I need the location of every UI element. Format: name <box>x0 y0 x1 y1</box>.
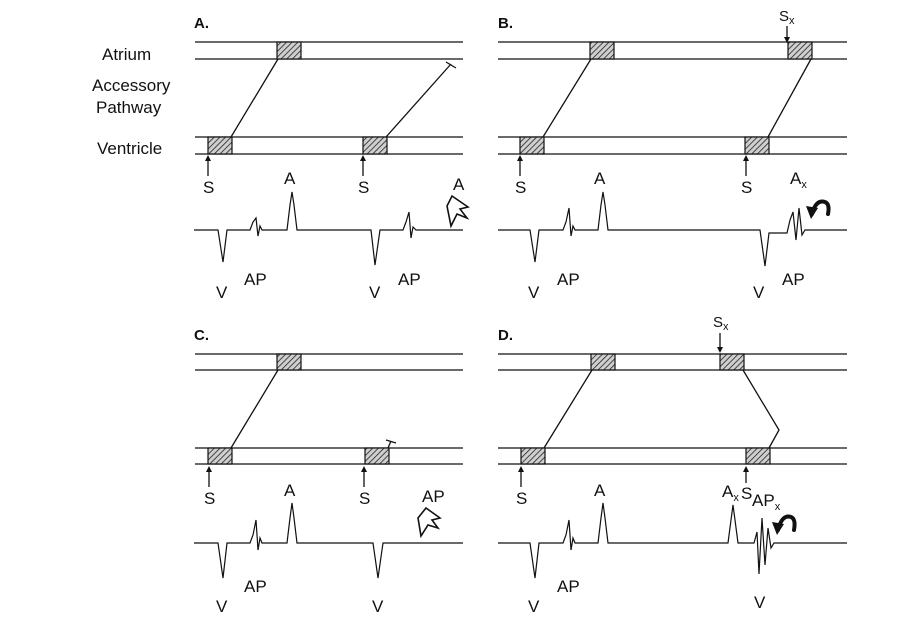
wave-label-a: A <box>594 169 606 188</box>
atrium-activation-block-1 <box>590 353 616 371</box>
sx-arrowhead <box>717 347 723 353</box>
arrow-label: AP <box>422 487 445 506</box>
wave-label-v2: V <box>753 283 765 302</box>
sx-label: Sx <box>779 8 795 27</box>
row-labels: Atrium Accessory Pathway Ventricle <box>92 45 171 158</box>
hollow-zigzag-arrow-icon <box>417 506 442 539</box>
stimulus-arrowhead-1 <box>206 466 212 472</box>
wave-label-v1: V <box>216 597 228 616</box>
stimulus-arrowhead-1 <box>205 155 211 161</box>
blocked-conduction-line <box>385 63 452 138</box>
wave-label-ap1: AP <box>244 270 267 289</box>
wave-label-ap2: AP <box>782 270 805 289</box>
stimulus-arrowhead-2 <box>743 466 749 472</box>
wave-label-ap1: AP <box>557 270 580 289</box>
ecg-trace <box>498 191 847 267</box>
atrium-activation-block <box>276 41 302 60</box>
wave-label-v2: V <box>372 597 384 616</box>
ax-label: Ax <box>790 169 807 191</box>
ventricle-activation-block-1 <box>207 136 233 155</box>
wave-label-a: A <box>594 481 606 500</box>
stimulus-arrowhead-2 <box>360 155 366 161</box>
retrograde-conduction-line <box>230 369 279 449</box>
accessory-label-line1: Accessory <box>92 76 171 95</box>
ventricle-activation-block-1 <box>207 447 233 465</box>
blocked-conduction-line <box>387 440 392 449</box>
ventricle-activation-block-2 <box>362 136 388 155</box>
stimulus-arrowhead-1 <box>517 155 523 161</box>
stimulus-label-1: S <box>515 178 526 197</box>
stimulus-arrowhead-2 <box>361 466 367 472</box>
atrium-activation-block-1 <box>589 41 615 60</box>
wave-label-v1: V <box>528 283 540 302</box>
stimulus-label-1: S <box>516 489 527 508</box>
block-bar <box>385 439 397 444</box>
block-bar <box>445 61 457 69</box>
ventricle-activation-block-1 <box>520 447 546 465</box>
stimulus-label-2: S <box>741 484 752 503</box>
ecg-trace <box>498 502 847 579</box>
stimulus-label-2: S <box>359 489 370 508</box>
panel-letter: C. <box>194 327 209 344</box>
ventricle-label: Ventricle <box>97 139 162 158</box>
ax-label: Ax <box>722 482 739 504</box>
retrograde-conduction-line <box>542 58 592 138</box>
atrium-activation-block-2 <box>719 353 745 371</box>
ecg-trace <box>194 191 463 266</box>
stimulus-label-1: S <box>203 178 214 197</box>
sx-arrowhead <box>784 37 790 43</box>
hollow-zigzag-arrow-icon <box>446 194 470 229</box>
panel-letter: B. <box>498 15 513 32</box>
wave-label-v2: V <box>754 593 766 612</box>
panel-b: B. Sx S S V AP A V AP Ax <box>498 8 847 302</box>
panel-d: D. Sx S S V AP A V Ax APx <box>498 314 847 616</box>
ventricle-activation-block-2 <box>745 447 771 465</box>
wave-label-a: A <box>284 481 296 500</box>
curved-return-arrow-icon <box>806 199 831 219</box>
curved-return-arrow-icon <box>772 514 797 535</box>
ecg-trace <box>194 502 463 579</box>
ventricle-activation-block-2 <box>744 136 770 155</box>
ventricle-activation-block-2 <box>364 447 390 465</box>
retrograde-conduction-line <box>543 369 593 449</box>
stimulus-label-1: S <box>204 489 215 508</box>
panel-c: C. S S V AP A V AP <box>194 327 463 616</box>
ventricle-activation-block-1 <box>519 136 545 155</box>
stimulus-arrowhead-1 <box>518 466 524 472</box>
atrium-label: Atrium <box>102 45 151 64</box>
wave-label-v1: V <box>528 597 540 616</box>
panel-a: A. S S V AP A V AP A <box>194 15 470 302</box>
panel-letter: D. <box>498 327 513 344</box>
retrograde-conduction-line <box>230 58 279 138</box>
wave-label-ap1: AP <box>557 577 580 596</box>
wave-label-v1: V <box>216 283 228 302</box>
atrium-activation-block-2 <box>787 41 813 60</box>
sx-label: Sx <box>713 314 729 333</box>
arrow-label: A <box>453 175 465 194</box>
wave-label-ap1: AP <box>244 577 267 596</box>
accessory-label-line2: Pathway <box>96 98 162 117</box>
stimulus-label-2: S <box>741 178 752 197</box>
anterograde-conduction-line <box>742 369 780 449</box>
stimulus-arrowhead-2 <box>743 155 749 161</box>
stimulus-label-2: S <box>358 178 369 197</box>
wave-label-v2: V <box>369 283 381 302</box>
anterograde-conduction-line <box>767 58 812 138</box>
wave-label-a: A <box>284 169 296 188</box>
apx-label: APx <box>752 491 781 513</box>
atrium-activation-block <box>276 353 302 371</box>
panel-letter: A. <box>194 15 209 32</box>
wave-label-ap2: AP <box>398 270 421 289</box>
